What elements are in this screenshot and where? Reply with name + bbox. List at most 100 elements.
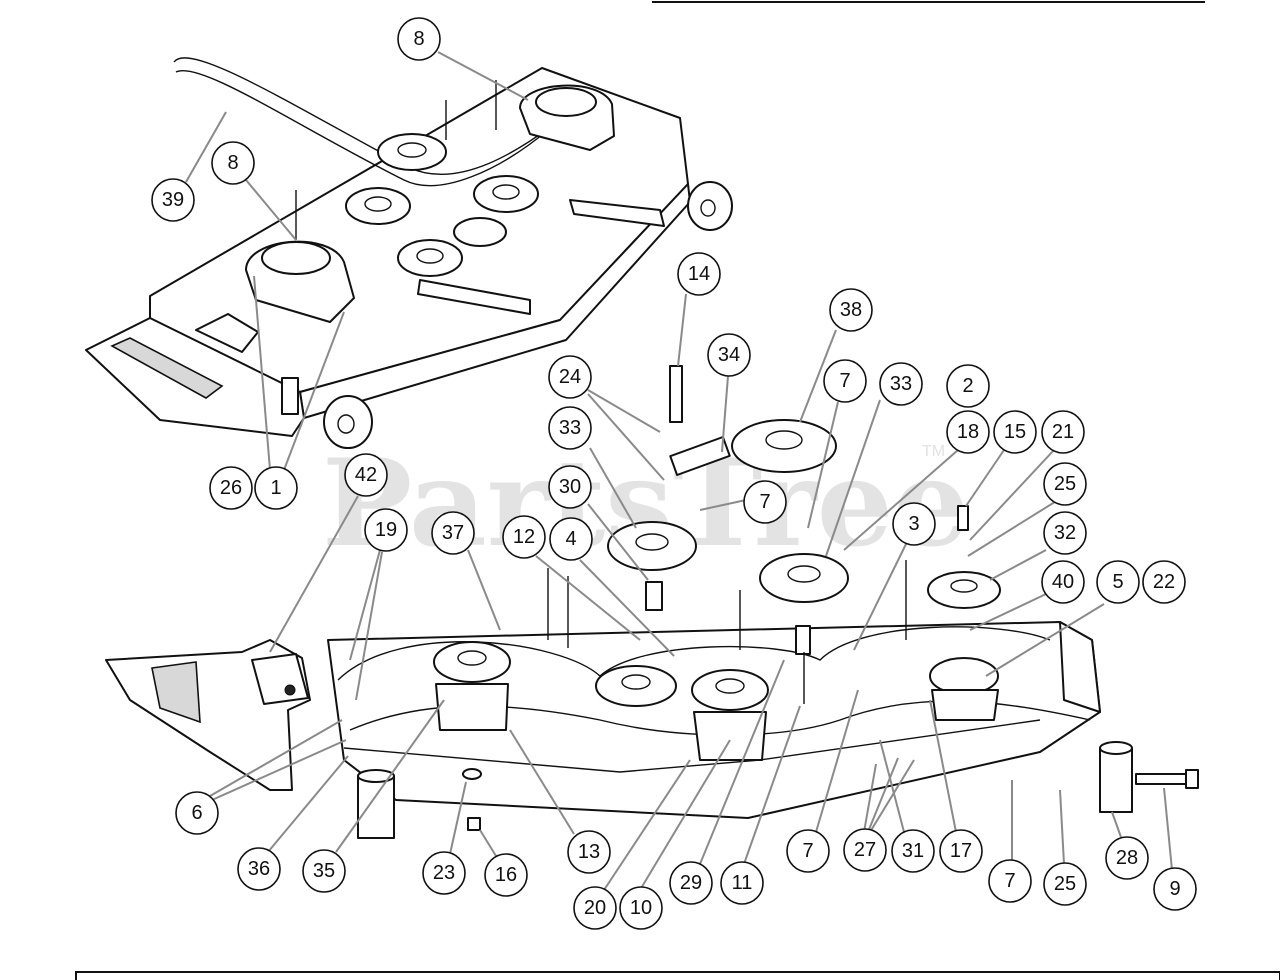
mid-arm (417, 279, 531, 315)
callout-4: 4 (549, 517, 593, 561)
deck-wheel-front-hub (337, 414, 355, 434)
leader-10 (639, 739, 731, 891)
idler-pulley-32-hub (950, 579, 978, 593)
leader-27b (867, 757, 899, 833)
leader-28 (1111, 811, 1123, 841)
callout-24: 24 (548, 355, 592, 399)
callout-13: 13 (567, 830, 611, 874)
leader-26 (253, 275, 271, 471)
leader-29 (699, 659, 785, 865)
callout-label: 14 (688, 263, 710, 285)
callout-label: 40 (1052, 571, 1074, 593)
leader-lines (185, 51, 1173, 891)
callout-8: 8 (211, 141, 255, 185)
leader-5 (985, 603, 1105, 677)
callout-label: 19 (375, 519, 397, 541)
callout-15: 15 (993, 410, 1037, 454)
callout-label: 33 (890, 373, 912, 395)
callout-label: 17 (950, 840, 972, 862)
leader-4 (579, 559, 675, 657)
leader-35 (335, 699, 445, 853)
leader-34 (721, 375, 729, 453)
spindle-pulley-mid (691, 669, 769, 711)
callout-10: 10 (619, 886, 663, 930)
callout-37: 37 (431, 511, 475, 555)
leader-11 (743, 705, 801, 865)
callout-label: 42 (355, 464, 377, 486)
leader-24a (587, 389, 661, 433)
callout-label: 32 (1054, 522, 1076, 544)
idler-pulley-38 (731, 419, 837, 473)
callout-7: 7 (786, 829, 830, 873)
callout-1: 1 (254, 466, 298, 510)
callout-5: 5 (1096, 560, 1140, 604)
leader-42 (269, 495, 359, 653)
front-hanger (281, 377, 299, 415)
leader-23 (449, 781, 467, 855)
wheel-36-top (357, 769, 395, 783)
callout-32: 32 (1043, 511, 1087, 555)
leader-13 (509, 729, 575, 835)
callout-20: 20 (573, 886, 617, 930)
deck-baffle (343, 719, 1041, 773)
callout-label: 31 (902, 840, 924, 862)
leader-16 (479, 829, 497, 857)
callout-label: 26 (220, 477, 242, 499)
callout-label: 8 (413, 28, 424, 50)
callout-19: 19 (364, 508, 408, 552)
callout-23: 23 (422, 851, 466, 895)
callout-label: 7 (802, 840, 813, 862)
left-cover-cap (261, 241, 331, 275)
callout-35: 35 (302, 849, 346, 893)
spindle-housing-right (931, 689, 999, 721)
callout-label: 2 (962, 375, 973, 397)
callout-label: 25 (1054, 873, 1076, 895)
callout-3: 3 (892, 502, 936, 546)
spindle-pulley-center-hub (621, 674, 651, 690)
callout-31: 31 (891, 829, 935, 873)
wheel-28-top (1099, 741, 1133, 755)
leader-7b (699, 499, 747, 511)
callout-label: 1 (270, 477, 281, 499)
right-cover-cap (535, 87, 597, 117)
spacer-tube-b (795, 625, 811, 655)
callout-28: 28 (1105, 836, 1149, 880)
spindle-housing-left (435, 683, 509, 731)
callout-38: 38 (829, 288, 873, 332)
callout-label: 3 (908, 513, 919, 535)
washer-23 (462, 768, 482, 780)
leader-36 (267, 755, 349, 853)
callout-29: 29 (669, 861, 713, 905)
callout-label: 4 (565, 528, 576, 550)
leader-30 (587, 503, 649, 581)
leader-12 (535, 555, 641, 641)
bolt-15 (957, 505, 969, 531)
leader-19b (355, 551, 383, 701)
callout-7: 7 (988, 859, 1032, 903)
callout-label: 35 (313, 860, 335, 882)
leader-7c (815, 689, 859, 833)
callout-6: 6 (175, 791, 219, 835)
bottom-frame (75, 971, 1280, 980)
leader-33b (825, 399, 881, 557)
leader-27a (863, 763, 877, 833)
leader-21 (969, 449, 1055, 541)
watermark-trademark: TM (922, 443, 945, 460)
leader-7a (807, 401, 839, 529)
chute-logo (151, 661, 201, 724)
callout-22: 22 (1142, 560, 1186, 604)
callout-label: 13 (578, 841, 600, 863)
deck-pulley-1-hub (397, 142, 427, 158)
deck-pulley-3 (473, 175, 539, 213)
leader-6a (209, 719, 343, 797)
callout-label: 23 (433, 862, 455, 884)
callout-label: 16 (495, 864, 517, 886)
callout-8: 8 (397, 17, 441, 61)
callout-label: 11 (732, 872, 753, 894)
callout-27: 27 (843, 828, 887, 872)
leader-9 (1163, 787, 1173, 871)
callout-label: 8 (227, 152, 238, 174)
callout-label: 30 (559, 476, 581, 498)
